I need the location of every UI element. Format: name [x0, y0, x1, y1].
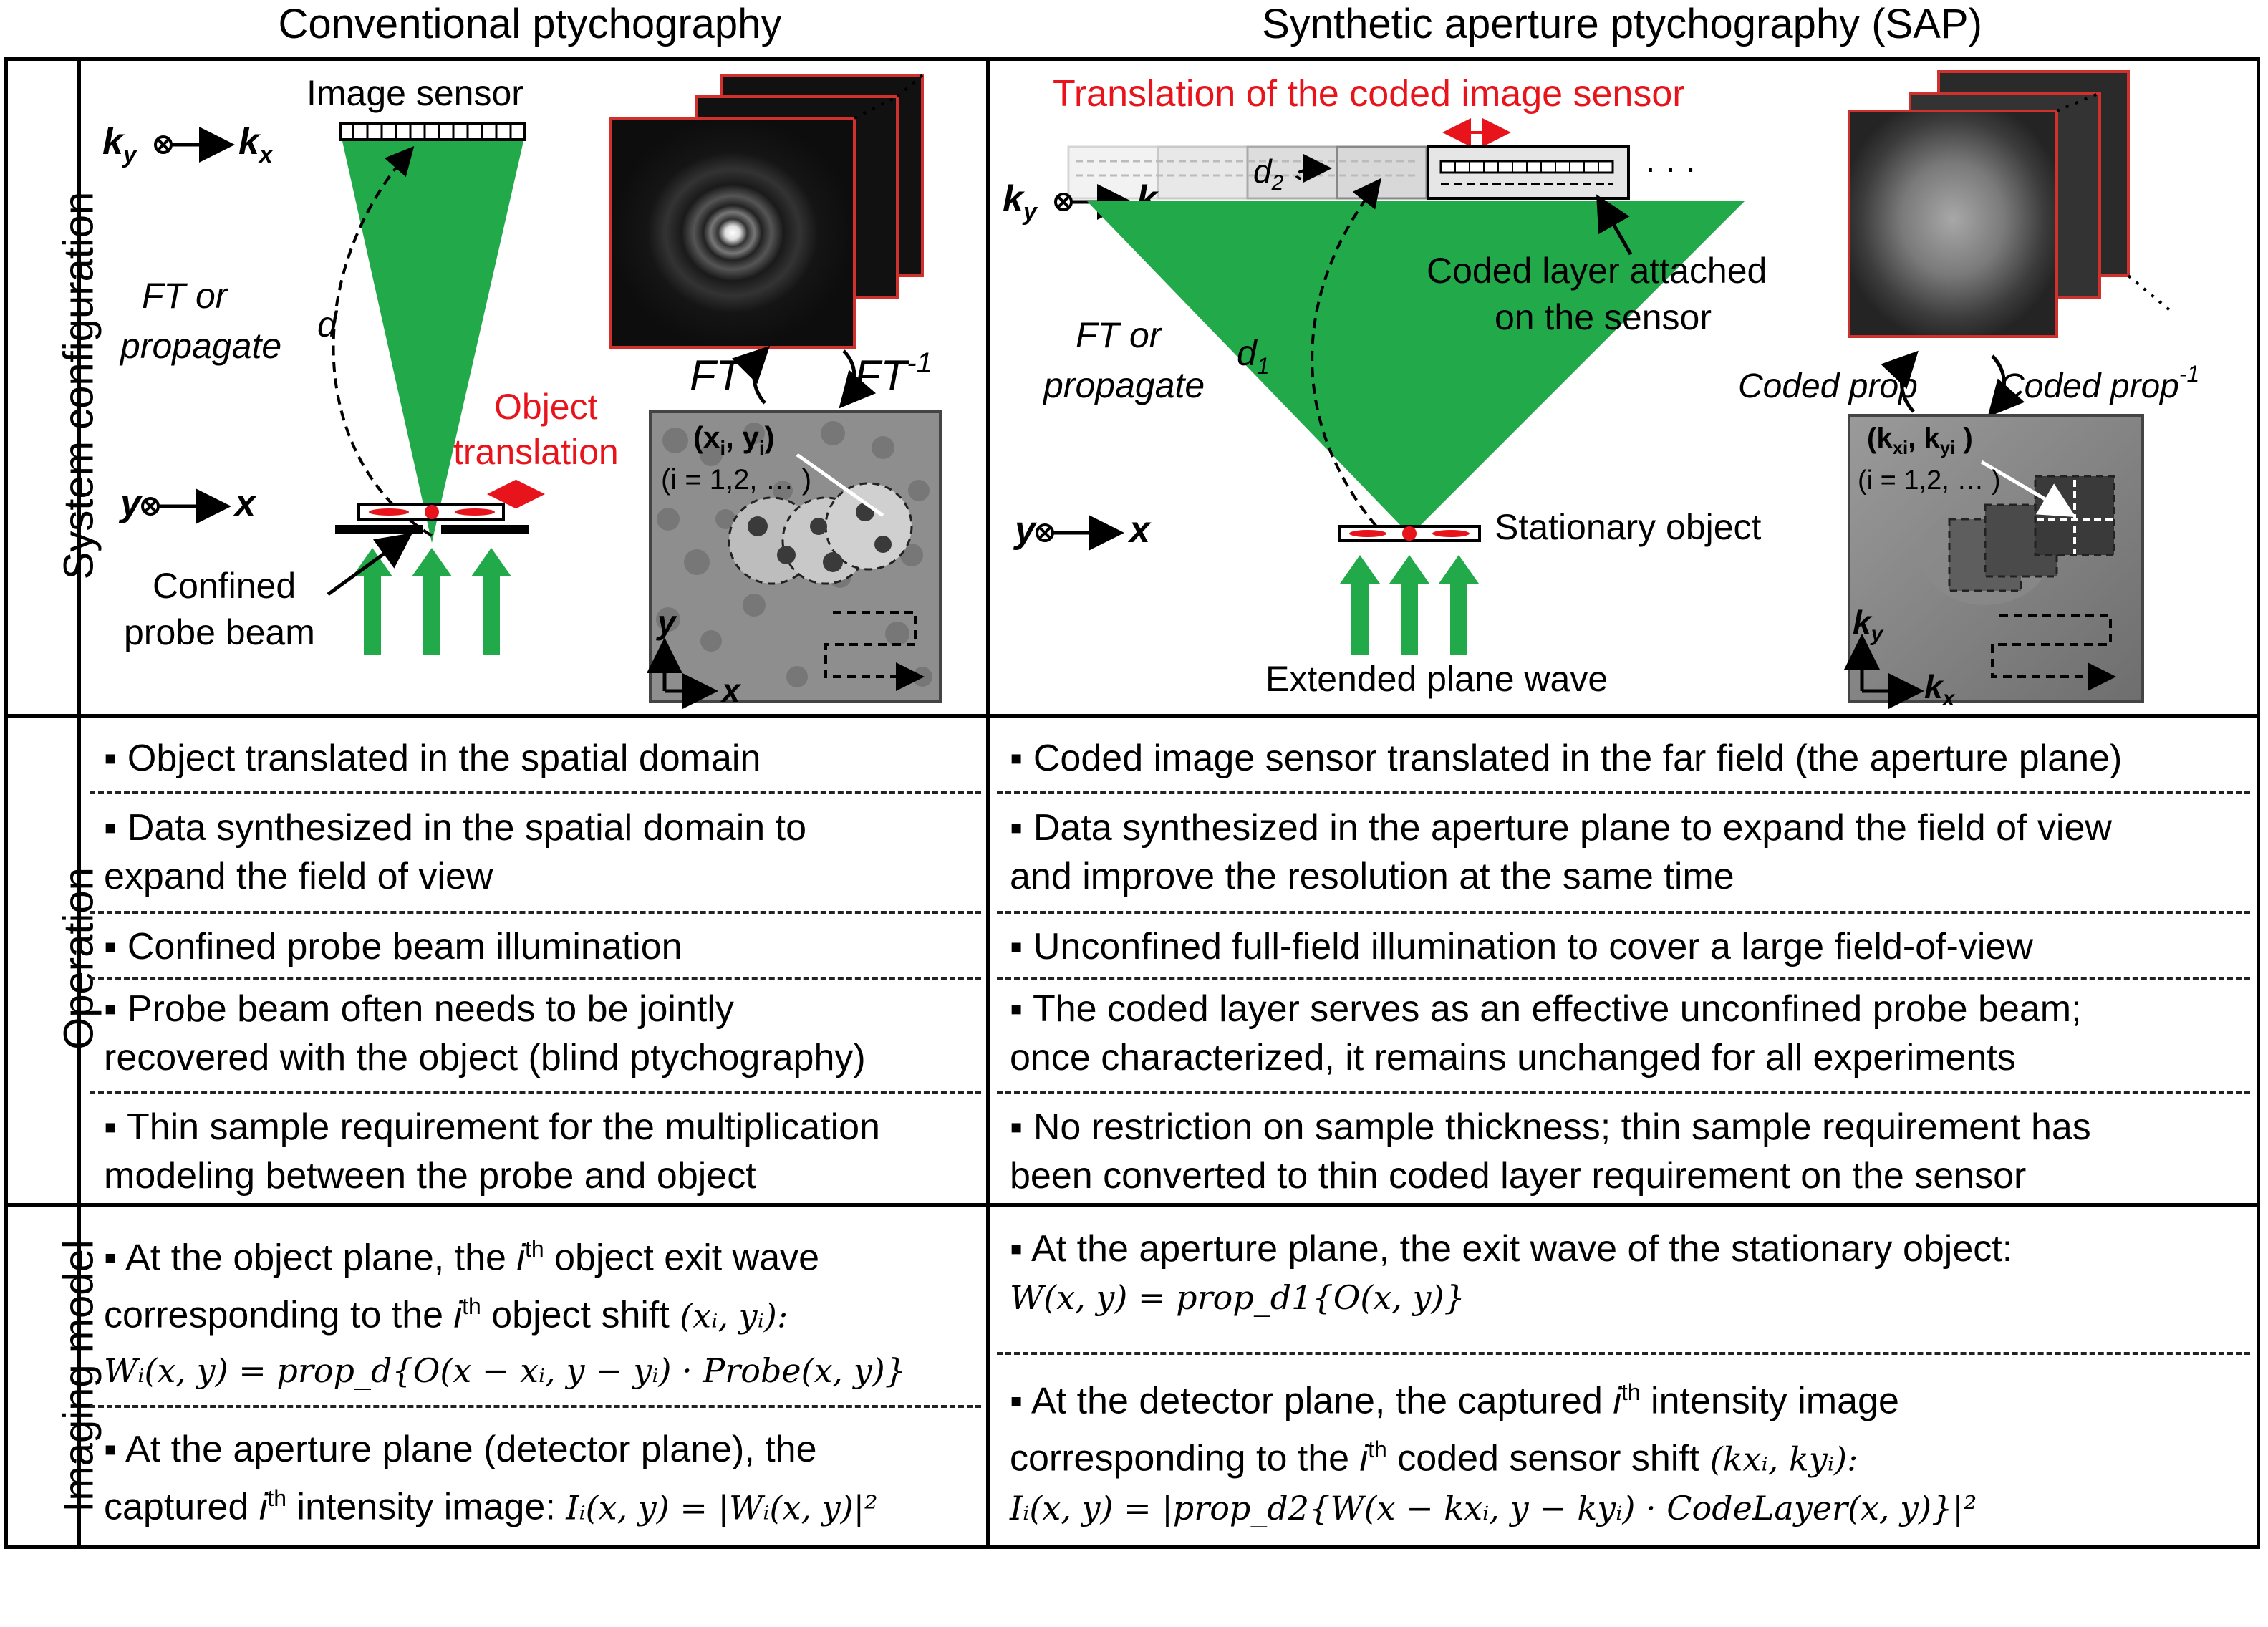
svg-text:y: y: [1013, 509, 1038, 551]
stationary-object-label: Stationary object: [1495, 507, 1762, 547]
formula-conventional-exit-wave: Wᵢ(x, y) = prop_d{O(x − xᵢ, y − yᵢ) · Pr…: [104, 1351, 906, 1390]
op-right-5: ▪ No restriction on sample thickness; th…: [1010, 1106, 2091, 1197]
object-panel: y x (xi, yi) (i = 1,2, … ): [647, 410, 942, 709]
xy-axes-label: y x: [118, 483, 257, 524]
comparison-table: [4, 57, 2260, 1549]
op-right-4: ▪ The coded layer serves as an effective…: [1010, 988, 2082, 1078]
coded-prop-inverse-label: Coded prop-1: [1999, 361, 2199, 405]
op-right-divider-2: [997, 911, 2250, 914]
formula-conventional-intensity: Iᵢ(x, y) = |Wᵢ(x, y)|²: [566, 1488, 878, 1527]
svg-text:y: y: [118, 483, 143, 524]
imaging-right-1: ▪ At the aperture plane, the exit wave o…: [1010, 1225, 2256, 1322]
op-left-divider-4: [90, 1091, 981, 1094]
op-left-divider-2: [90, 911, 981, 914]
coded-image-sensor: [1427, 145, 1630, 200]
sensor-translation-label: Translation of the coded image sensor: [1053, 73, 1685, 115]
coded-layer-label-2: on the sensor: [1495, 297, 1712, 337]
ft-inverse-label: FT-1: [854, 347, 932, 400]
green-beam-cone: [342, 141, 523, 543]
distance-d2-label: d2: [1253, 153, 1284, 195]
op-right-divider-3: [997, 977, 2250, 980]
ft-label: FT: [690, 352, 745, 400]
formula-sap-intensity: Iᵢ(x, y) = |prop_d2{W(x − kxᵢ, y − kyᵢ) …: [1010, 1488, 1977, 1527]
header-conventional: Conventional ptychography: [278, 1, 782, 47]
op-left-3: ▪ Confined probe beam illumination: [104, 926, 682, 967]
row-divider-2: [4, 1203, 2260, 1207]
coded-prop-label: Coded prop: [1738, 367, 1918, 405]
formula-sap-exit-wave: W(x, y) = prop_d1{O(x, y)}: [1010, 1278, 1465, 1317]
sap-ft-or-label: FT or: [1076, 315, 1163, 355]
svg-text:(i = 1,2, … ): (i = 1,2, … ): [661, 464, 811, 496]
object-label: Object: [494, 387, 598, 427]
conventional-diagram: ky kx Image sensor d FT or propagate Obj…: [102, 73, 942, 709]
sap-xy-axes-label: y x: [1013, 509, 1152, 551]
sap-propagate-label: propagate: [1042, 365, 1205, 405]
op-right-divider-1: [997, 791, 2250, 794]
svg-text:kx: kx: [238, 121, 274, 168]
fourier-panel: ky kx (kxi, kyi ) (i = 1,2, … ): [1844, 414, 2144, 710]
diffraction-image-stack: [609, 74, 924, 349]
probe-beam-pointer: [327, 533, 413, 597]
distance-d1-label: d1: [1237, 333, 1270, 379]
imaging-left-divider: [90, 1405, 981, 1408]
op-left-divider-3: [90, 977, 981, 980]
svg-text:(kxi, kyi ): (kxi, kyi ): [1867, 423, 1973, 458]
op-right-2: ▪ Data synthesized in the aperture plane…: [1010, 807, 2112, 897]
d2-shift-arrow: [1295, 154, 1332, 183]
coded-layer-label-1: Coded layer attached: [1427, 251, 1767, 291]
image-sensor: [339, 122, 526, 141]
aperture-stop: [335, 525, 529, 534]
op-left-5: ▪ Thin sample requirement for the multip…: [104, 1106, 880, 1197]
illumination-arrows: [352, 548, 511, 655]
row-divider-1: [4, 714, 2260, 718]
sap-illumination-arrows: [1340, 555, 1479, 655]
object-sample: [357, 503, 505, 521]
svg-text:x: x: [1127, 509, 1152, 551]
extended-plane-wave-label: Extended plane wave: [1265, 659, 1608, 699]
k-axes-label: ky kx: [102, 121, 274, 168]
stationary-object: [1338, 525, 1481, 542]
header-sap: Synthetic aperture ptychography (SAP): [1262, 1, 1982, 47]
propagate-label: propagate: [119, 326, 281, 366]
sap-green-beam-cone: [1086, 201, 1745, 526]
imaging-right-2: ▪ At the detector plane, the captured it…: [1010, 1368, 2256, 1532]
coded-layer-pointer: [1596, 194, 1633, 256]
svg-text:kx: kx: [1924, 668, 1956, 710]
sap-diagram: Translation of the coded image sensor · …: [1003, 70, 2199, 710]
sap-ellipsis: · · ·: [1645, 149, 1697, 186]
probe-beam-label: probe beam: [124, 612, 315, 652]
translation-label: translation: [453, 432, 619, 472]
op-right-1: ▪ Coded image sensor translated in the f…: [1010, 738, 2123, 779]
speckle-image-stack: [1848, 70, 2173, 338]
ft-arrows: [732, 345, 877, 409]
coded-prop-arrows: [1881, 350, 2025, 417]
op-right-divider-4: [997, 1091, 2250, 1094]
propagation-arc: [332, 146, 433, 537]
op-left-2: ▪ Data synthesized in the spatial domain…: [104, 807, 806, 897]
label-column-divider: [77, 57, 81, 1549]
sap-propagation-arc: [1311, 178, 1381, 528]
svg-text:y: y: [656, 604, 677, 641]
row-label-imaging-model: Imaging model: [55, 1240, 102, 1512]
op-left-1: ▪ Object translated in the spatial domai…: [104, 738, 761, 779]
op-right-3: ▪ Unconfined full-field illumination to …: [1010, 926, 2033, 967]
svg-text:(i = 1,2, … ): (i = 1,2, … ): [1858, 465, 2001, 496]
svg-text:ky: ky: [1003, 178, 1038, 226]
svg-text:x: x: [233, 483, 257, 524]
imaging-right-divider: [997, 1352, 2250, 1355]
svg-text:ky: ky: [102, 121, 138, 168]
imaging-left-1: ▪ At the object plane, the ith object ex…: [104, 1225, 978, 1395]
center-column-divider: [986, 57, 990, 1549]
ft-or-label: FT or: [142, 276, 229, 316]
confined-label: Confined: [153, 566, 296, 606]
svg-text:x: x: [720, 672, 742, 709]
svg-text:(xi, yi): (xi, yi): [693, 420, 775, 459]
image-sensor-label: Image sensor: [307, 73, 523, 113]
op-left-divider-1: [90, 791, 981, 794]
imaging-left-2: ▪ At the aperture plane (detector plane)…: [104, 1429, 878, 1528]
svg-text:ky: ky: [1853, 604, 1884, 646]
distance-d-label: d: [317, 304, 339, 344]
